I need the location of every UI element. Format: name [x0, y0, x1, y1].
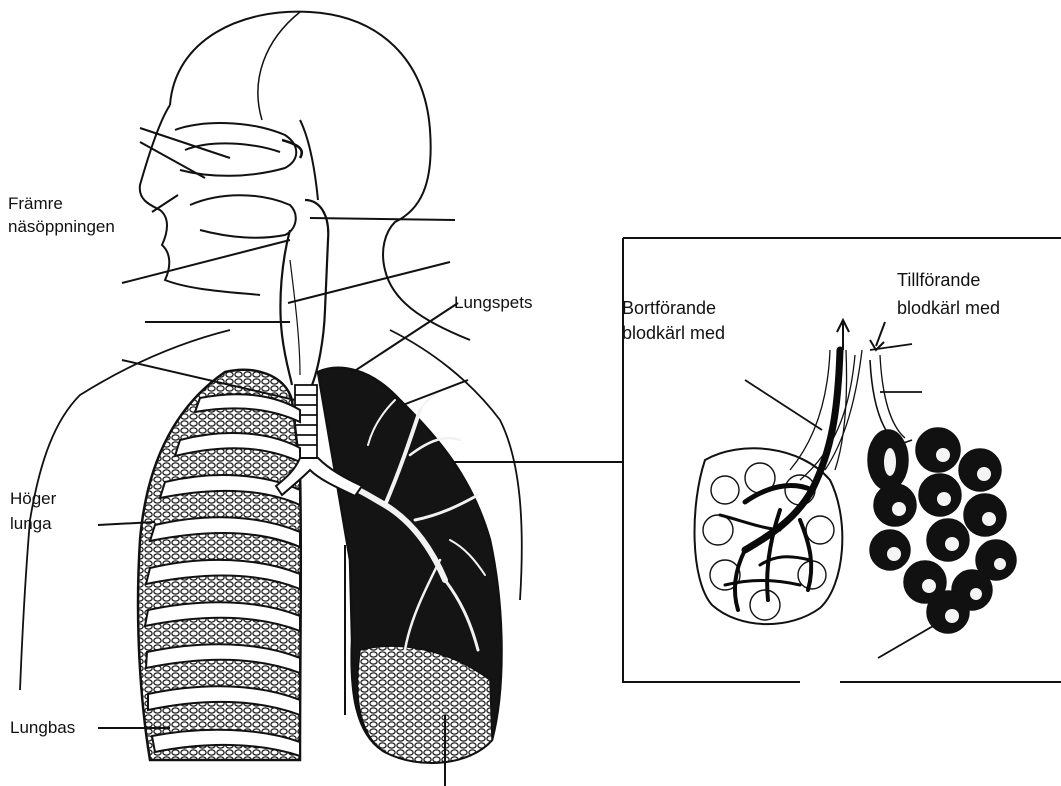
inset-left-label-line2: blodkärl med — [622, 321, 725, 346]
arrow-up-icon — [837, 320, 849, 350]
pharynx — [280, 200, 328, 385]
label-hoger-line1: Höger — [10, 488, 56, 510]
arrow-down-icon — [870, 322, 885, 350]
label-framre-line1: Främre — [8, 193, 63, 215]
inset-right-label-line2: blodkärl med — [897, 296, 1000, 321]
label-lungspets: Lungspets — [454, 292, 532, 314]
alveolar-cluster-left — [695, 320, 862, 624]
label-framre-line2: näsöppningen — [8, 216, 115, 238]
inset-left-label-line1: Bortförande — [622, 296, 716, 321]
label-lungbas: Lungbas — [10, 717, 75, 739]
alveolar-cluster-right — [868, 322, 1016, 633]
right-lung — [138, 370, 301, 760]
nasal-cavity — [175, 120, 318, 238]
label-hoger-line2: lunga — [10, 513, 52, 535]
inset-right-label-line1: Tillförande — [897, 268, 980, 293]
